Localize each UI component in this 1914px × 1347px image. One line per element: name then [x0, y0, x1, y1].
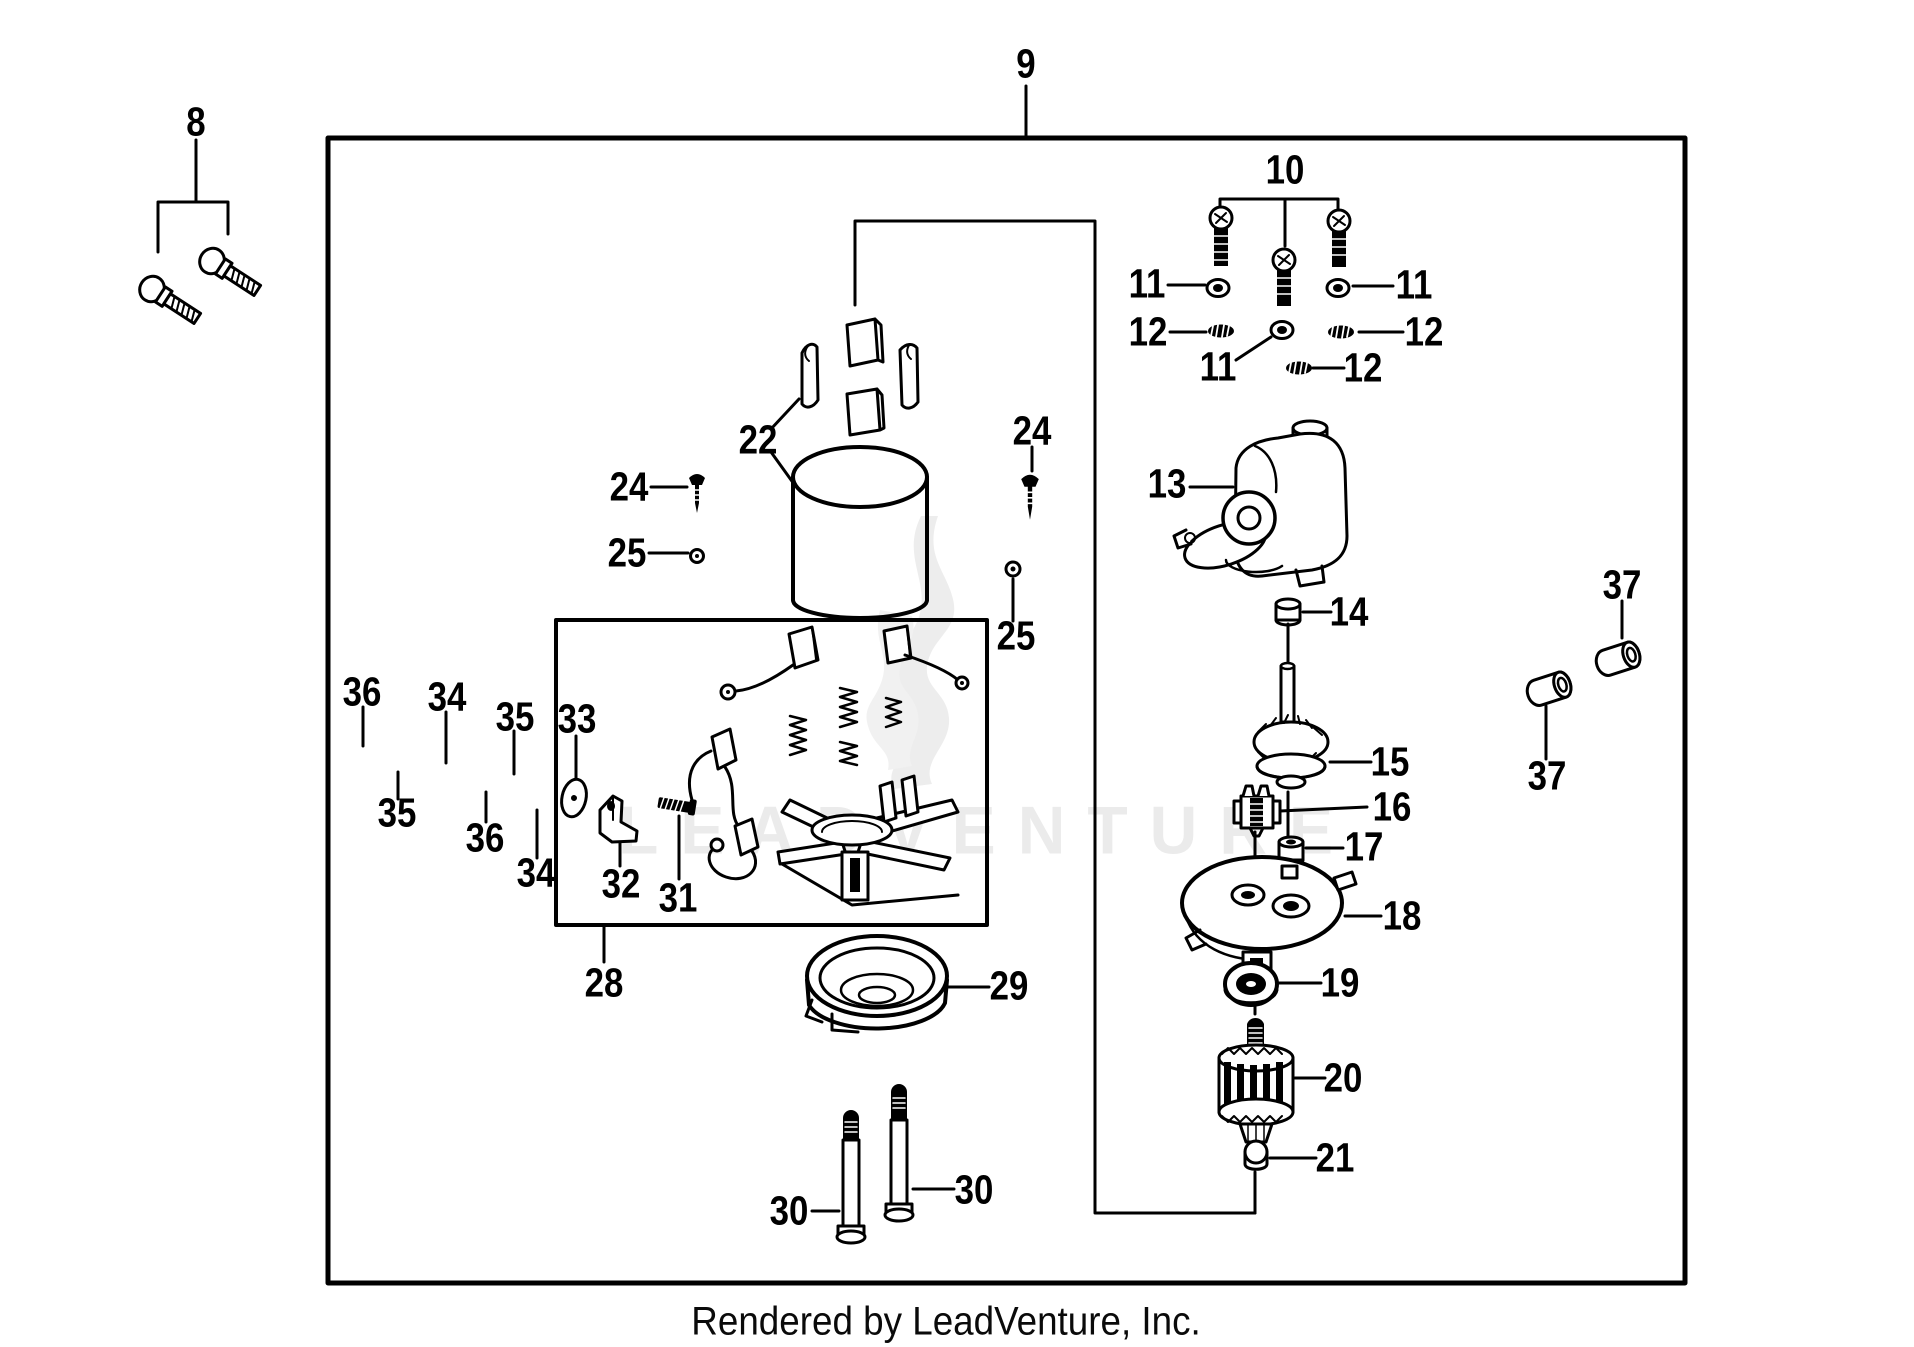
washer-25-left: [689, 548, 705, 564]
bearing-19: [1223, 961, 1279, 1007]
bushing-21: [1243, 1139, 1269, 1171]
end-cap-29: [804, 934, 949, 1034]
screw-24-right: [1021, 474, 1039, 520]
callout-29: 29: [989, 962, 1029, 1009]
washer-33: [560, 777, 588, 819]
callout-12-right: 12: [1404, 308, 1444, 355]
callout-14: 14: [1329, 588, 1369, 635]
brush-springs: [788, 686, 903, 767]
bolt-8-a: [138, 274, 203, 325]
outer-box: [325, 135, 1688, 1286]
callout-30-right: 30: [954, 1166, 994, 1213]
callout-20: 20: [1323, 1054, 1363, 1101]
bolt-30-right: [883, 1084, 915, 1223]
callout-13: 13: [1147, 460, 1187, 507]
solenoid-13: [1172, 419, 1349, 588]
callout-16: 16: [1372, 783, 1412, 830]
callout-22: 22: [738, 416, 778, 463]
pinion-15: [1252, 661, 1330, 790]
bushing-37-lower: [1525, 670, 1573, 707]
screw-24-left: [689, 474, 705, 513]
callout-36-lower: 36: [465, 814, 505, 861]
callout-36-upper: 36: [342, 668, 382, 715]
terminal-stud-31: [657, 797, 697, 816]
nut-14: [1274, 597, 1302, 627]
callout-8: 8: [186, 98, 206, 145]
brush-upper-right: [882, 624, 970, 691]
callout-35-lower: 35: [377, 789, 417, 836]
magnets-22: [800, 317, 920, 437]
callout-17: 17: [1344, 823, 1384, 870]
bolt-30-left: [835, 1110, 867, 1245]
brush-holder-plate: [776, 774, 960, 907]
clutch-16: [1232, 784, 1282, 838]
callout-19: 19: [1320, 959, 1360, 1006]
bracket-32: [598, 794, 639, 844]
brush-upper-left: [719, 625, 820, 701]
callout-34-lower: 34: [516, 849, 556, 896]
callout-37-lower: 37: [1527, 752, 1567, 799]
callout-35-upper: 35: [495, 693, 535, 740]
nuts-11: [1205, 278, 1351, 340]
callout-9: 9: [1016, 40, 1036, 87]
brush-kit-box-28: [554, 618, 989, 927]
washer-25-right: [1004, 560, 1022, 578]
callout-12-left: 12: [1128, 308, 1168, 355]
brush-lead-assembly-31: [687, 727, 760, 881]
callout-33: 33: [557, 695, 597, 742]
callout-21: 21: [1315, 1134, 1355, 1181]
callout-25-right: 25: [996, 612, 1036, 659]
bushing-37-upper: [1594, 640, 1642, 677]
callout-12-lower: 12: [1343, 344, 1383, 391]
callout-18: 18: [1382, 892, 1422, 939]
callout-24-left: 24: [609, 463, 649, 510]
yoke-cylinder-22: [791, 445, 929, 620]
callout-11-left: 11: [1128, 260, 1166, 307]
callout-11-right: 11: [1395, 261, 1433, 308]
callout-25-left: 25: [607, 529, 647, 576]
callout-31: 31: [658, 874, 698, 921]
callout-leader-lines: [156, 84, 1624, 1213]
callout-34-upper: 34: [427, 673, 467, 720]
callout-37-upper: 37: [1602, 561, 1642, 608]
armature-20: [1217, 1017, 1295, 1144]
callout-28: 28: [584, 959, 624, 1006]
bolt-8-b: [198, 246, 263, 297]
callout-11-lower: 11: [1199, 343, 1237, 390]
callout-30-left: 30: [769, 1187, 809, 1234]
render-credit: Rendered by LeadVenture, Inc.: [691, 1299, 1201, 1344]
callout-32: 32: [601, 860, 641, 907]
washers-12: [1208, 324, 1354, 375]
callout-15: 15: [1370, 738, 1410, 785]
callout-24-right: 24: [1012, 407, 1052, 454]
callout-10: 10: [1265, 146, 1305, 193]
screws-10: [1208, 205, 1352, 306]
